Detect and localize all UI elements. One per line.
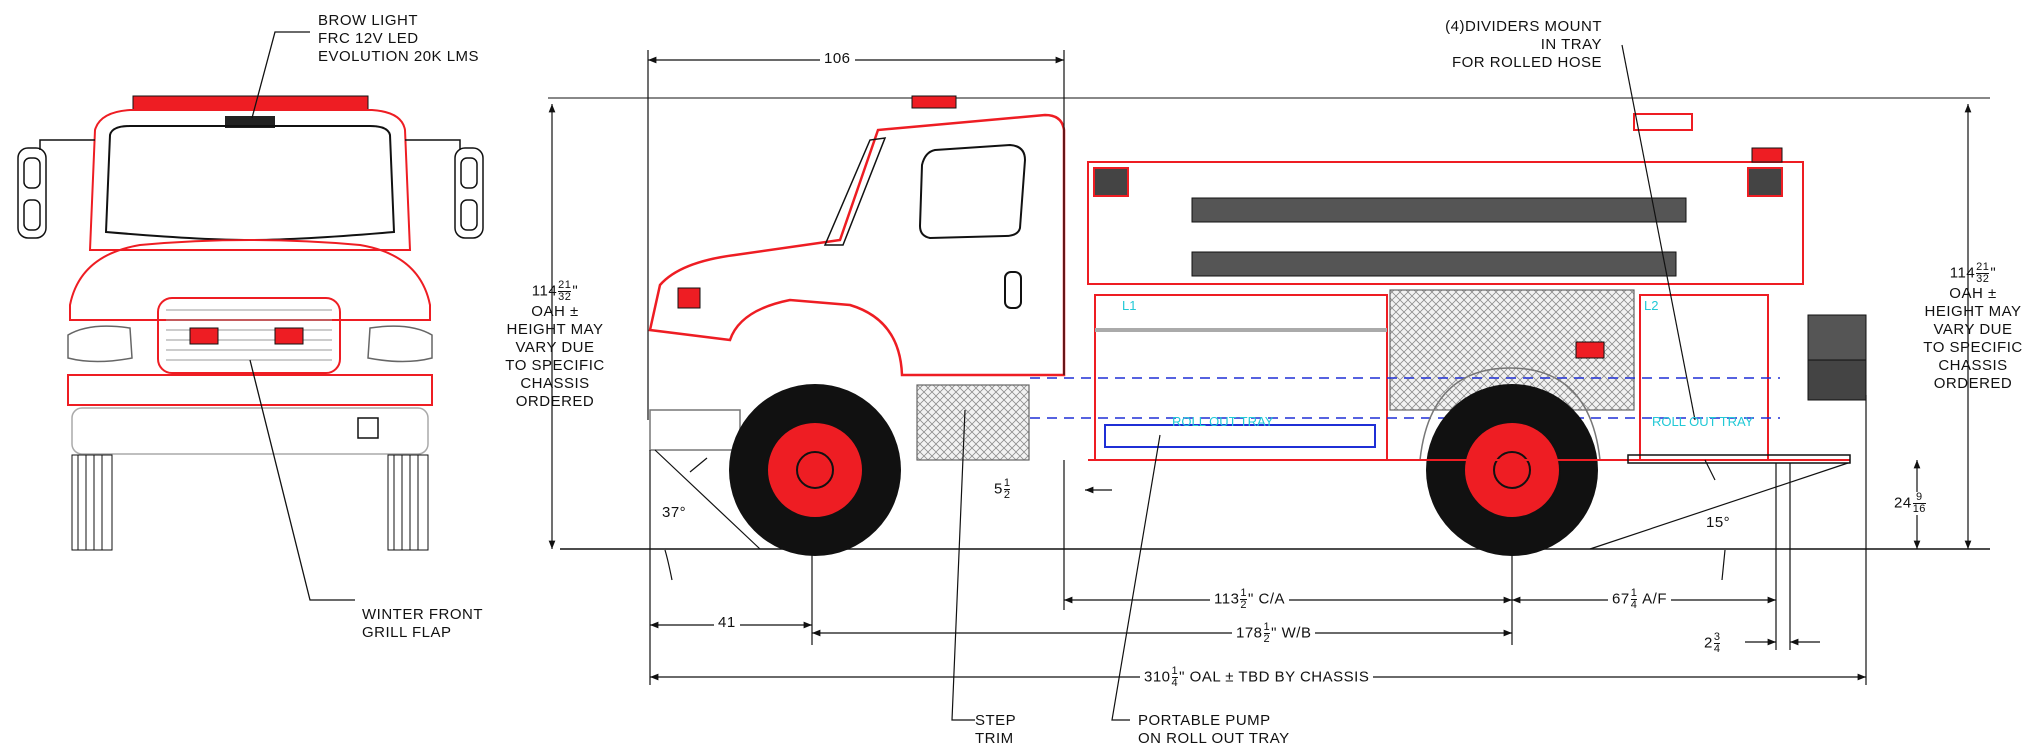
leader-approach: [689, 457, 708, 473]
tray-label-right: ROLL OUT TRAY: [1652, 414, 1754, 429]
tow-hook: [357, 417, 379, 439]
roll-out-tray-left: [1104, 424, 1376, 448]
leader-winter-flap: [249, 359, 355, 601]
rear-light-bar: [1751, 147, 1783, 163]
hose-bed-upper: [1191, 197, 1687, 223]
cab-marker-light: [677, 287, 701, 309]
note-winter-flap: WINTER FRONT GRILL FLAP: [362, 606, 483, 641]
dimension-lines: [548, 44, 1972, 721]
front-hood: [69, 239, 431, 321]
leader-step-trim: [951, 409, 975, 721]
rear-tire: [1426, 384, 1598, 556]
approach-angle-arc: [664, 549, 673, 581]
front-grille: [157, 297, 341, 374]
dim-label-front-overhang: 41: [714, 614, 740, 631]
cab-door-window: [918, 143, 1027, 240]
note-step-trim: STEP TRIM: [975, 712, 1017, 747]
lower-valance: [71, 407, 429, 455]
upper-light-left: [1093, 167, 1129, 197]
mirror-right: [405, 139, 484, 239]
front-view: [17, 31, 484, 601]
rear-lower-unit: [1807, 359, 1867, 401]
front-windshield: [104, 125, 396, 242]
leader-brow-light: [251, 31, 310, 119]
approach-angle-line: [654, 449, 761, 550]
tank-top-fill: [1633, 113, 1693, 131]
headlight-left: [67, 325, 133, 363]
note-brow-light: BROW LIGHT FRC 12V LED EVOLUTION 20K LMS: [318, 12, 480, 65]
rear-step: [1627, 454, 1851, 464]
rear-wheel-well: [1419, 367, 1601, 461]
note-dividers: (4)DIVIDERS MOUNT IN TRAY FOR ROLLED HOS…: [1445, 18, 1602, 71]
compartment-label-l1: L1: [1122, 298, 1137, 313]
dim-label-departure-angle: 15°: [1706, 514, 1731, 531]
step-trim-plate: [916, 384, 1030, 461]
upper-light-right: [1747, 167, 1783, 197]
hose-bed-lower: [1191, 251, 1677, 277]
grille-bars: [166, 309, 332, 361]
tray-label-left: ROLL OUT TRAY: [1172, 414, 1274, 429]
dim-label-approach-angle: 37°: [662, 504, 687, 521]
leader-portable-pump: [1111, 434, 1161, 721]
grille-light-left: [189, 327, 219, 345]
departure-angle-arc: [1721, 549, 1726, 581]
cab-roof-light: [911, 95, 957, 109]
front-tire-left: [71, 454, 113, 551]
front-bumper: [67, 374, 433, 406]
front-tire-right: [387, 454, 429, 551]
rear-marker-light: [1575, 341, 1605, 359]
front-cab-outline: [88, 109, 412, 251]
door-handle: [1004, 271, 1022, 309]
side-front-bumper: [649, 409, 741, 451]
brow-light-bar: [132, 95, 369, 111]
note-portable-pump: PORTABLE PUMP ON ROLL OUT TRAY: [1138, 712, 1290, 747]
headlight-right: [367, 325, 433, 363]
grille-light-right: [274, 327, 304, 345]
compartment-label-l2: L2: [1644, 298, 1659, 313]
mirror-left: [17, 139, 95, 239]
front-tire: [729, 384, 901, 556]
dim-label-cab-length: 106: [820, 50, 855, 67]
cab-body: [648, 113, 1066, 377]
departure-angle-line: [1589, 462, 1849, 550]
leader-departure: [1704, 459, 1716, 481]
cab-windshield: [823, 137, 887, 246]
leader-dividers: [1621, 44, 1696, 421]
side-view: [548, 95, 1990, 556]
